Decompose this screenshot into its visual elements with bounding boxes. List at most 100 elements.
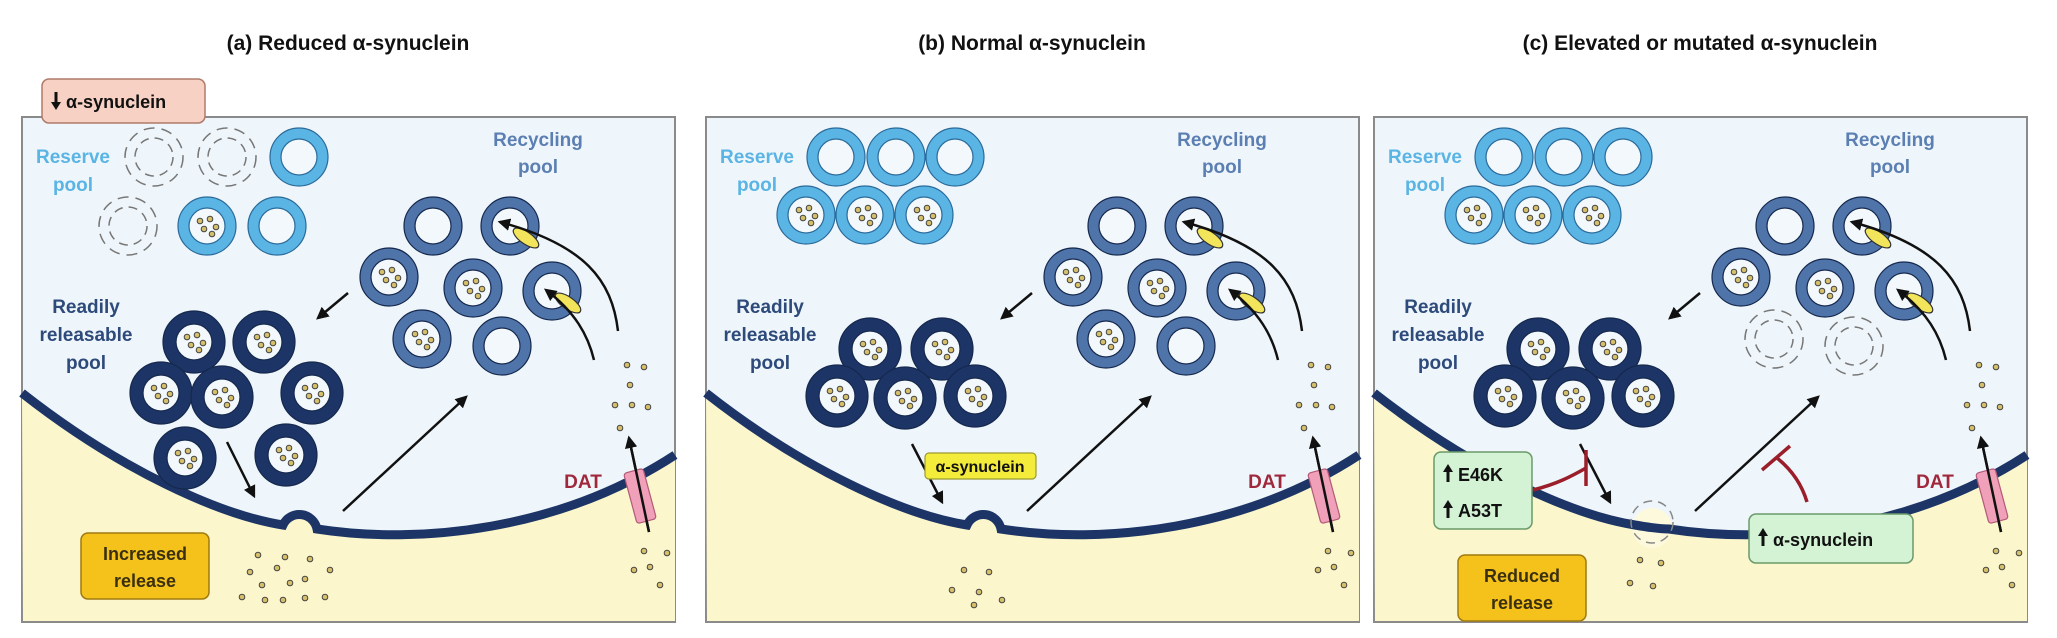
reserve-vesicle — [1593, 127, 1653, 187]
dopamine-molecule — [1543, 346, 1551, 354]
readily-releasable-pool-label: Readily — [736, 297, 804, 318]
reuptake-arrow — [497, 218, 620, 332]
rrp-vesicle — [254, 423, 318, 487]
dopamine-molecule — [947, 346, 955, 354]
dopamine-molecule — [1300, 424, 1308, 432]
dopamine-molecule — [1158, 292, 1166, 300]
dopamine-molecule — [211, 388, 219, 396]
panel-title: (a) Reduced α-synuclein — [227, 32, 470, 55]
dopamine-molecule — [462, 279, 470, 287]
dopamine-molecule — [466, 287, 474, 295]
dopamine-molecule — [183, 333, 191, 341]
release-status-text: release — [1491, 593, 1553, 613]
dopamine-molecule — [1975, 361, 1983, 369]
dopamine-molecule — [863, 348, 871, 356]
dopamine-molecule — [287, 459, 295, 467]
arrow-to-recycling — [1694, 395, 1820, 512]
dopamine-molecule — [311, 382, 319, 390]
dopamine-molecule — [799, 214, 807, 222]
recycling-vesicle — [1043, 247, 1103, 307]
dopamine-molecule — [258, 581, 266, 589]
panel-a: (a) Reduced α-synucleinReservepoolRecycl… — [19, 32, 678, 623]
up-arrow-icon — [1443, 500, 1453, 518]
dopamine-molecule — [858, 214, 866, 222]
dopamine-molecule — [968, 395, 976, 403]
release-status-box — [80, 532, 210, 600]
readily-releasable-pool-label: releasable — [40, 325, 133, 346]
dopamine-molecule — [1648, 393, 1656, 401]
dopamine-molecule — [866, 219, 874, 227]
arrow-to-rrp — [1668, 292, 1701, 320]
recycling-pool-label: pool — [1870, 157, 1910, 178]
dat-label: DAT — [1248, 472, 1286, 493]
dopamine-molecule — [842, 393, 850, 401]
dopamine-molecule — [1597, 212, 1605, 220]
recycling-pool-label: Recycling — [493, 130, 583, 151]
dopamine-molecule — [1330, 563, 1338, 571]
dopamine-molecule — [854, 206, 862, 214]
dopamine-molecule — [212, 223, 220, 231]
reserve-pool-label: Reserve — [720, 147, 794, 168]
transporter-probe-icon — [1864, 227, 1892, 249]
dopamine-molecule — [253, 333, 261, 341]
reserve-vesicle — [866, 127, 926, 187]
rrp-vesicle — [943, 364, 1007, 428]
reuptake-arrow — [1896, 288, 1948, 361]
dopamine-molecule — [254, 551, 262, 559]
dopamine-molecule — [795, 206, 803, 214]
up-arrow-icon — [1758, 528, 1768, 546]
rrp-vesicle — [129, 361, 193, 425]
rrp-vesicle — [873, 366, 937, 430]
plasma-membrane — [703, 389, 1362, 540]
rrp-vesicle — [190, 365, 254, 429]
dopamine-molecule — [913, 206, 921, 214]
dopamine-molecule — [1730, 268, 1738, 276]
reserve-pool-label: pool — [1405, 175, 1445, 196]
dopamine-molecule — [223, 401, 231, 409]
dopamine-molecule — [917, 214, 925, 222]
recycling-vesicle — [1711, 247, 1771, 307]
dopamine-molecule — [1632, 387, 1640, 395]
dopamine-molecule — [948, 586, 956, 594]
dopamine-molecule — [1615, 346, 1623, 354]
dopamine-molecule — [286, 579, 294, 587]
dopamine-molecule — [221, 386, 229, 394]
reserve-vesicle — [1503, 185, 1563, 245]
mutation-a53t: A53T — [1458, 501, 1502, 521]
dopamine-molecule — [150, 384, 158, 392]
dopamine-molecule — [279, 454, 287, 462]
dopamine-molecule — [830, 395, 838, 403]
reserve-vesicle — [806, 127, 866, 187]
dopamine-molecule — [1295, 401, 1303, 409]
dopamine-molecule — [421, 328, 429, 336]
dopamine-molecule — [1611, 353, 1619, 361]
rrp-vesicle — [153, 426, 217, 490]
dopamine-molecule — [227, 394, 235, 402]
dopamine-molecule — [1830, 285, 1838, 293]
reserve-vesicle — [1444, 185, 1504, 245]
dopamine-molecule — [998, 596, 1006, 604]
dopamine-molecule — [1968, 424, 1976, 432]
dopamine-molecule — [960, 566, 968, 574]
rrp-vesicle — [1611, 364, 1675, 428]
dopamine-molecule — [1593, 219, 1601, 227]
dopamine-molecule — [285, 444, 293, 452]
dopamine-molecule — [1578, 395, 1586, 403]
reserve-vesicle — [776, 185, 836, 245]
down-arrow-icon — [51, 92, 61, 110]
dopamine-molecule — [1978, 381, 1986, 389]
dopamine-molecule — [1111, 336, 1119, 344]
dopamine-molecule — [273, 564, 281, 572]
elevated-synuclein-tag — [1748, 513, 1914, 564]
dopamine-molecule — [257, 341, 265, 349]
dopamine-molecule — [1310, 381, 1318, 389]
dopamine-molecule — [388, 266, 396, 274]
dopamine-molecule — [1475, 219, 1483, 227]
reserve-pool-label: Reserve — [36, 147, 110, 168]
dopamine-molecule — [906, 402, 914, 410]
synuclein-tag-text: α-synuclein — [936, 459, 1025, 476]
reserve-vesicle — [177, 196, 237, 256]
dopamine-molecule — [1657, 559, 1665, 567]
dopamine-molecule — [935, 348, 943, 356]
